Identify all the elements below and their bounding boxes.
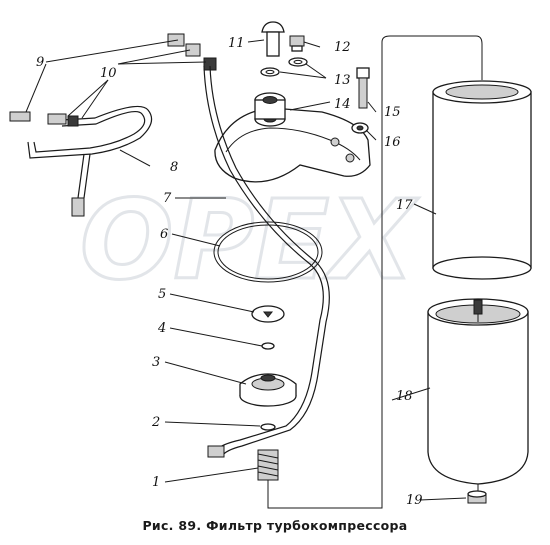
- o-ring-6: [213, 221, 323, 283]
- pipe-7: [203, 65, 324, 451]
- label-14: 14: [334, 97, 351, 112]
- looped-tube-8: [27, 105, 153, 217]
- label-12: 12: [334, 40, 351, 55]
- callout-labels: 1 2 3 4 5 6 7 8 9 10 11 12 13 14 15 16 1…: [36, 36, 423, 508]
- filter-element-17: [432, 80, 532, 280]
- label-1: 1: [152, 475, 160, 490]
- leader-lines: [25, 39, 467, 501]
- valve-disc-5: [251, 305, 285, 323]
- label-17: 17: [396, 198, 413, 213]
- drain-plug-19: [467, 490, 487, 504]
- label-3: 3: [152, 355, 160, 370]
- watermark-logo: OPEX: [79, 175, 421, 306]
- pipe-7-nut: [207, 445, 225, 458]
- label-16: 16: [384, 135, 401, 150]
- label-10: 10: [100, 66, 117, 81]
- label-4: 4: [157, 321, 166, 336]
- label-19: 19: [406, 493, 423, 508]
- filter-housing-18: [427, 298, 529, 492]
- label-8: 8: [170, 160, 178, 175]
- label-6: 6: [160, 227, 168, 242]
- label-7: 7: [163, 191, 172, 206]
- label-9: 9: [36, 55, 44, 70]
- figure-caption: Рис. 89. Фильтр турбокомпрессора: [142, 518, 408, 533]
- spring-1: [257, 449, 279, 481]
- gaskets-13: [260, 57, 308, 77]
- label-15: 15: [384, 105, 401, 120]
- nut-16: [351, 122, 369, 134]
- label-13: 13: [334, 73, 351, 88]
- watermark-text: OPEX: [80, 176, 419, 304]
- label-18: 18: [396, 389, 413, 404]
- washer-2: [260, 423, 276, 431]
- plug-12: [289, 35, 305, 52]
- assembly-path-line: [267, 35, 483, 509]
- pipe-7-inner: [209, 65, 330, 457]
- ring-4: [261, 342, 275, 350]
- label-2: 2: [151, 415, 160, 430]
- bolt-11: [261, 21, 285, 57]
- cup-seal-3: [239, 373, 297, 407]
- filter-head-14: [214, 92, 371, 183]
- stud-15: [356, 67, 370, 109]
- label-5: 5: [158, 287, 166, 302]
- label-11: 11: [228, 36, 245, 51]
